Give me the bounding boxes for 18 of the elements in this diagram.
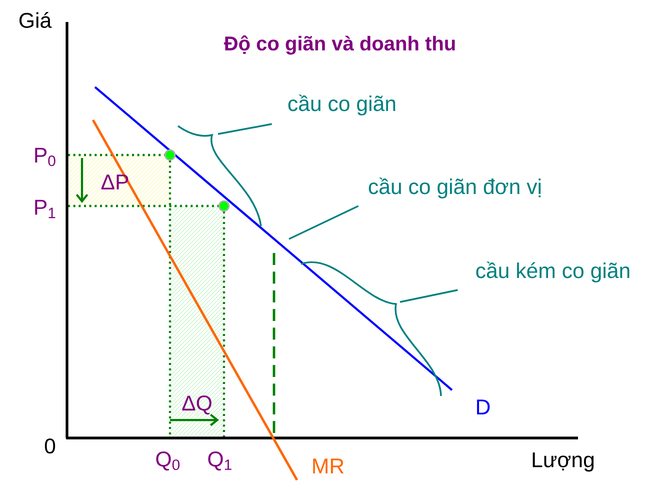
leader-line	[400, 289, 458, 303]
axis-label: Lượng	[532, 452, 594, 472]
leader-line	[288, 205, 359, 240]
quantity-label: Q$_{0}$	[156, 452, 180, 470]
delta-label: ΔQ	[182, 396, 212, 414]
title: Độ co giãn và doanh thu	[224, 35, 455, 55]
leader-line	[218, 123, 272, 135]
callout-text: cầu co giãn đơn vị	[368, 178, 541, 198]
price-label: P$_{1}$	[35, 200, 56, 218]
axis-label: Giá	[19, 12, 52, 28]
callout-text: cầu co giãn	[288, 94, 396, 116]
delta-label: ΔP	[101, 174, 128, 190]
origin-label: 0	[44, 438, 56, 454]
price-label: P$_{0}$	[35, 148, 56, 166]
callout-text: cầu kém co giãn	[476, 262, 630, 282]
curve-label: MR	[313, 458, 344, 474]
quantity-label: Q$_{1}$	[208, 452, 232, 470]
curve-label: D	[477, 400, 490, 414]
